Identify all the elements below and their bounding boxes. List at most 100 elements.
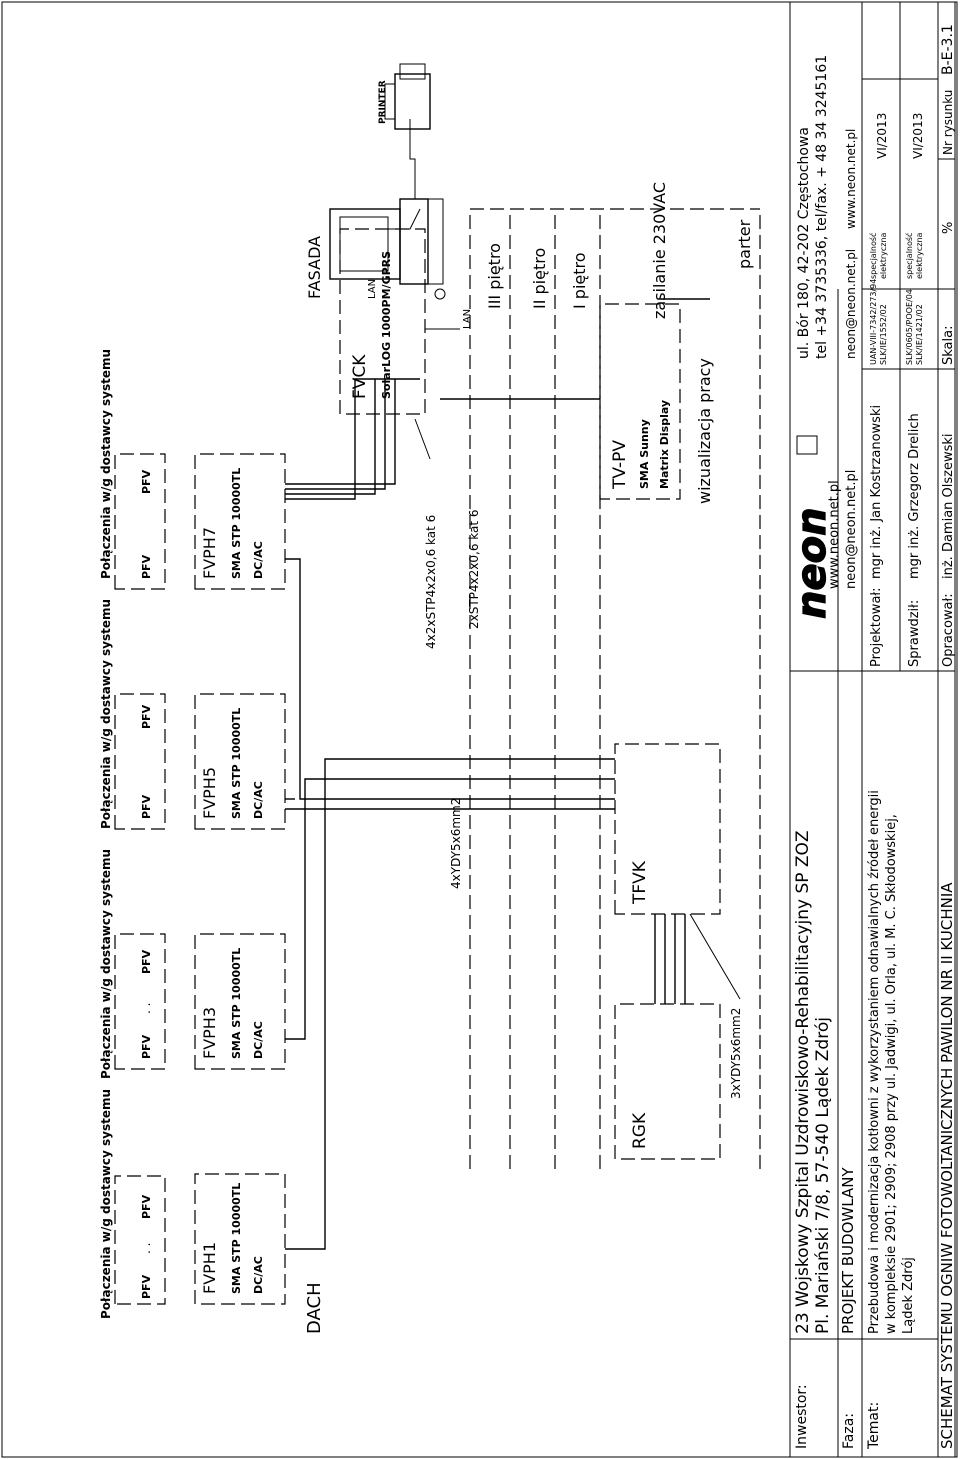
skala-label: Skala: — [941, 326, 956, 365]
wizualizacja-label: wizualizacja pracy — [695, 358, 714, 504]
cable-label-c1: 4x2xSTP4x2x0,6 kat 6 — [424, 515, 438, 649]
tvpv-line2: Matrix Display — [658, 400, 671, 489]
cable-label-c4: 3xYDY5x6mm2 — [729, 1008, 743, 1099]
company-logo: neon — [788, 435, 836, 620]
inv-model-3: SMA STP 10000TL — [230, 948, 243, 1059]
schemat-title: SCHEMAT SYSTEMU OGNIW FOTOWOLTANICZNYCH … — [938, 882, 956, 1449]
projektowal-lic2: SLK/IE/1552/02 — [879, 304, 888, 365]
inv-name-1: FVPH1 — [200, 1242, 219, 1294]
cable-label-c2: 2xSTP4x2x0,6 kat 6 — [467, 509, 481, 629]
fvck-label: FVCK — [350, 354, 370, 399]
fvck-model: SolarLOG 1000PM/GPRS — [380, 251, 393, 399]
company-web: www.neon.net.pl — [827, 480, 842, 589]
opracowal-name: inż. Damian Olszewski — [941, 433, 956, 579]
spec-value-2: elektryczna — [915, 232, 924, 279]
zone-fasada: FASADA — [305, 236, 324, 299]
pv-group-5: Połączenia w/g dostawcy systemu PFV PFV … — [99, 599, 286, 830]
inv-name-3: FVPH3 — [200, 1007, 219, 1059]
company-phone: tel +34 3735336, tel/fax. + 48 34 324516… — [814, 55, 830, 359]
rgk-label: RGK — [630, 1112, 650, 1149]
floor-label-1: I piętro — [570, 252, 589, 309]
projektowal-lic: UAN-VIII-7342/273/94 — [869, 279, 878, 365]
nr-value: B-E-3.1 — [940, 24, 956, 75]
temat-line1: Przebudowa i modernizacja kotłowni z wyk… — [867, 790, 882, 1334]
pv-group-1: Połączenia w/g dostawcy systemu PFV PFV … — [99, 1089, 286, 1319]
projektowal-name: mgr inż. Jan Kostrzanowski — [869, 405, 884, 579]
floor-label-2: II piętro — [530, 248, 549, 309]
faza-label: Faza: — [841, 1413, 857, 1449]
pv-label-1a: PFV — [140, 1274, 153, 1299]
pv-group-3: Połączenia w/g dostawcy systemu PFV PFV … — [99, 849, 286, 1079]
date-1: VI/2013 — [875, 113, 889, 159]
sprawdzil-lic2: SLK/IE/1421/02 — [915, 304, 924, 365]
title-block: Inwestor: 23 Wojskowy Szpital Uzdrowisko… — [788, 1, 956, 1458]
inv-model-5: SMA STP 10000TL — [230, 708, 243, 819]
projektowal-label: Projektował: — [869, 588, 884, 668]
date-2: VI/2013 — [911, 113, 925, 159]
rotated-drawing: Inwestor: 23 Wojskowy Szpital Uzdrowisko… — [99, 1, 956, 1458]
printer-icon — [384, 63, 431, 130]
inwestor-line2: Pl. Mariański 7/8, 57-540 Lądek Zdrój — [813, 1017, 833, 1334]
pv-label-3a: PFV — [140, 1034, 153, 1059]
pv-label-7b: PFV — [140, 469, 153, 494]
sprawdzil-name: mgr inż. Grzegorz Drelich — [907, 413, 922, 579]
faza-value: PROJEKT BUDOWLANY — [839, 1167, 857, 1334]
temat-label: Temat: — [866, 1402, 882, 1450]
rgk-box — [614, 1003, 721, 1160]
pv-label-3b: PFV — [140, 949, 153, 974]
skala-value: % — [941, 222, 956, 234]
tvpv-label: TV-PV — [610, 440, 630, 490]
temat-line3: Lądek Zdrój — [901, 1257, 916, 1334]
company-web2: www.neon.net.pl — [844, 129, 858, 229]
zasilanie-label: zasilanie 230VAC — [650, 182, 669, 319]
inv-name-7: FVPH7 — [200, 527, 219, 579]
spec-label-1: specjalność — [868, 233, 878, 279]
floor-label-parter: parter — [735, 219, 754, 269]
connection-label-3: Połączenia w/g dostawcy systemu — [99, 849, 113, 1079]
floor-dividers — [469, 208, 761, 1169]
company-mail2: neon@neon.net.pl — [844, 249, 858, 359]
pv-label-1b: PFV — [140, 1194, 153, 1219]
inv-type-3: DC/AC — [252, 1021, 265, 1059]
nr-label: Nr rysunku — [941, 90, 955, 155]
lan-label-2: LAN — [462, 309, 473, 329]
pv-label-5a: PFV — [140, 794, 153, 819]
inv-type-7: DC/AC — [252, 541, 265, 579]
sprawdzil-lic: SLK/0605/POOE/04 — [905, 289, 914, 365]
spec-label-2: specjalność — [904, 233, 914, 279]
tvpv-box — [599, 303, 681, 500]
tfvk-box — [614, 743, 721, 915]
inwestor-line1: 23 Wojskowy Szpital Uzdrowiskowo-Rehabil… — [793, 830, 813, 1334]
power-cables — [285, 558, 741, 1250]
zone-dach: DACH — [304, 1282, 325, 1334]
floor-label-3: III piętro — [485, 243, 504, 309]
pv-group-7: Połączenia w/g dostawcy systemu PFV PFV … — [99, 349, 286, 590]
data-cables — [285, 378, 600, 500]
sprawdzil-label: Sprawdził: — [907, 600, 922, 667]
connection-label-5: Połączenia w/g dostawcy systemu — [99, 599, 113, 829]
company-address: ul. Bór 180, 42-202 Częstochowa — [796, 127, 812, 359]
inv-name-5: FVPH5 — [200, 767, 219, 819]
pv-dots-1: . . — [139, 1243, 153, 1254]
tvpv-line1: SMA Sunny — [638, 419, 651, 489]
pv-dots-3: . . — [139, 1003, 153, 1014]
temat-line2: w kompleksie 2901; 2909; 2908 przy ul. J… — [884, 814, 899, 1334]
tfvk-label: TFVK — [630, 860, 650, 905]
inv-type-1: DC/AC — [252, 1256, 265, 1294]
inwestor-label: Inwestor: — [794, 1384, 810, 1449]
pv-label-5b: PFV — [140, 704, 153, 729]
inv-model-7: SMA STP 10000TL — [230, 468, 243, 579]
lan-label-1: LAN — [367, 279, 378, 299]
computer-icon — [329, 198, 446, 300]
connection-label-7: Połączenia w/g dostawcy systemu — [99, 349, 113, 579]
spec-value-1: elektryczna — [879, 232, 888, 279]
opracowal-label: Opracował: — [941, 593, 956, 667]
pv-label-7a: PFV — [140, 554, 153, 579]
inv-type-5: DC/AC — [252, 781, 265, 819]
connection-label-1: Połączenia w/g dostawcy systemu — [99, 1089, 113, 1319]
logo-text: neon — [789, 507, 835, 619]
company-mail: neon@neon.net.pl — [844, 470, 859, 589]
printer-label: PRINTER — [378, 80, 388, 124]
